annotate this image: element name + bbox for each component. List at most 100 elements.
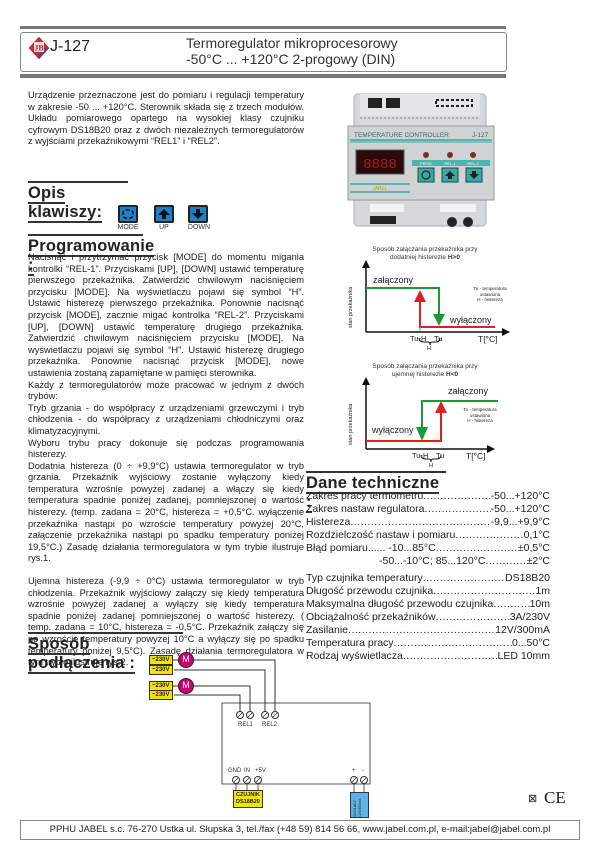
key-down-label: DOWN (187, 224, 211, 231)
spec-label: Histereza (306, 516, 351, 528)
header-box (20, 32, 507, 72)
svg-text:PROG: PROG (420, 161, 432, 166)
panel-label: TEMPERATURE CONTROLLER (354, 132, 449, 139)
specs-title-text: Dane techniczne : (306, 474, 440, 513)
diagram1-legend-tu: Tu - temperatura (473, 286, 507, 291)
sensor-box: CZUJNIK DS18B20 (233, 790, 263, 808)
spec-leader-dots (433, 585, 535, 598)
diagram1-title-line2: dodatniej histerezie (390, 254, 447, 261)
diagram1-legend: Tu - temperatura ustawiona H - histereza (468, 286, 512, 303)
motor-icon-2: M (178, 678, 194, 694)
svg-text:JB: JB (34, 44, 44, 53)
diagram1-title-bold: H>0 (447, 254, 460, 261)
spec-value: -9,9...+9,9°C (490, 516, 550, 528)
svg-text:J-127: J-127 (472, 132, 489, 139)
diagram2-brace-label: H (429, 463, 433, 469)
weee-icon: ⊠ (528, 793, 538, 805)
programming-text: Nacisnąć i przytrzymać przycisk [MODE] d… (28, 252, 304, 669)
programming-section-title: Programowanie : (28, 234, 155, 276)
programming-title-text: Programowanie : (28, 237, 155, 276)
spec-label: Obciążalność przekaźników (306, 611, 436, 623)
spec-label: Rodzaj wyświetlacza (306, 650, 403, 662)
supply-label-3: ~230V (149, 681, 173, 691)
sensor-box-line2: DS18B20 (236, 799, 260, 805)
supply-label-4: ~230V (149, 690, 173, 700)
diagram1-title-line1: Sposób załączania przekaźnika przy (372, 246, 478, 253)
spec-leader-dots (348, 624, 495, 637)
spec-label: Długość przewodu czujnika (306, 585, 434, 597)
terminal-gnd-label: GND (228, 768, 242, 774)
spec-label: Temperatura pracy (306, 637, 394, 649)
spec-value: 12V/300mA (495, 624, 550, 636)
spec-row: Histereza -9,9...+9,9°C (306, 516, 550, 529)
svg-text:JABEL: JABEL (372, 186, 388, 192)
specs-list: Zakres pracy termometru-50...+120°CZakre… (306, 490, 550, 663)
spec-value: -50...+120°C (490, 490, 550, 502)
spec-row: Typ czujnika temperaturyDS18B20 (306, 572, 550, 585)
spec-row: Temperatura pracy 0...50°C (306, 637, 550, 650)
spec-label: Zasilanie (306, 624, 349, 636)
spec-leader-dots (493, 598, 529, 611)
arrow-up-icon (154, 205, 174, 223)
document-title-line2: -50°C ... +120°C 2-progowy (DIN) (186, 51, 396, 67)
spec-leader-dots (394, 637, 512, 650)
diagram1-on-label: załączony (373, 275, 414, 285)
cycle-icon (118, 205, 138, 223)
diagram1-legend-h: H - histereza (477, 297, 503, 302)
spec-row: Zakres nastaw regulatora -50...+120°C (306, 503, 550, 516)
diagram2-y-axis-label: stan przekaźnika (348, 403, 354, 445)
hysteresis-diagram-negative: Sposób załączania przekaźnika przy ujemn… (340, 363, 570, 473)
spec-value: 0,1°C (523, 529, 550, 541)
terminal-in-label: IN (244, 768, 250, 774)
svg-text:REL-1: REL-1 (444, 161, 456, 166)
power-supply-box: ZASILACZ 12V/300mA (350, 792, 369, 818)
diagram1-tick-tu: Tu (434, 334, 443, 343)
svg-text:REL-2: REL-2 (467, 161, 479, 166)
spec-label: Zakres pracy termometru (306, 490, 424, 502)
spec-label: Rozdzielczość nastaw i pomiaru (306, 529, 456, 541)
spec-row: Rodzaj wyświetlacza LED 10mm (306, 650, 550, 663)
power-box-line2: 12V/300mA (357, 798, 362, 817)
spec-row: Rozdzielczość nastaw i pomiaru 0,1°C (306, 529, 550, 542)
device-photo: TEMPERATURE CONTROLLER J-127 8888 PROG R… (340, 88, 500, 236)
spec-value: -50...+120°C (490, 503, 550, 515)
spec-value: ±0,5°C (517, 542, 550, 554)
spec-label: Zakres nastaw regulatora (306, 503, 425, 515)
spec-leader-dots (350, 516, 490, 529)
programming-p2: Każdy z termoregulatorów może pracować w… (28, 379, 304, 402)
spec-leader-dots (485, 555, 526, 568)
programming-p4: Wyboru trybu pracy dokonuje się podczas … (28, 437, 304, 460)
spec-label: Maksymalna długość przewodu czujnika (306, 598, 494, 610)
header-bottom-rule (20, 74, 506, 78)
ce-mark-icon: CE (544, 788, 566, 807)
diagram2-title-line1: Sposób załączania przekaźnika przy (372, 363, 478, 370)
diagram1-tick-tu-h: Tu-H (410, 334, 427, 343)
programming-p3: Tryb grzania - do współpracy z urządzeni… (28, 402, 304, 436)
spec-leader-dots (423, 572, 505, 585)
spec-value: ±2°C (526, 555, 550, 567)
spec-row: Zakres pracy termometru -50...+120°C (306, 490, 550, 503)
diagram2-title-bold: H<0 (446, 371, 459, 378)
diagram1-legend-tu-2: ustawiona (479, 291, 501, 297)
spec-value: 0...50°C (511, 637, 550, 649)
spec-row: Błąd pomiaru...... -10...85°C±0,5°C (306, 542, 550, 555)
spec-value: 10m (529, 598, 550, 610)
terminal-5v-label: +5V (255, 768, 266, 774)
diagram2-legend-h: H - histereza (467, 418, 493, 423)
spec-row: -50...-10°C; 85...120°C±2°C (306, 555, 550, 568)
diagram2-title-line2: ujemnej histerezie (391, 371, 445, 378)
spec-value: LED 10mm (497, 650, 550, 662)
spec-label: Typ czujnika temperatury (306, 572, 423, 584)
spec-leader-dots (424, 503, 490, 516)
spec-row: Zasilanie 12V/300mA (306, 624, 550, 637)
key-up-label: UP (159, 224, 169, 231)
key-mode (118, 205, 138, 223)
diagram2-tick-tu: Tu (436, 451, 445, 460)
hysteresis-diagram-positive: Sposób załączania przekaźnika przy dodat… (340, 246, 570, 356)
diagram2-on-label: załączony (448, 386, 489, 396)
diagram2-tick-tu-h: Tu-H (412, 451, 429, 460)
footer-contact: PPHU JABEL s.c. 76-270 Ustka ul. Słupska… (20, 820, 580, 840)
diagram2-off-label: wyłączony (372, 425, 414, 435)
keys-section-title: Opis klawiszy: (28, 181, 128, 223)
spec-leader-dots (455, 529, 523, 542)
